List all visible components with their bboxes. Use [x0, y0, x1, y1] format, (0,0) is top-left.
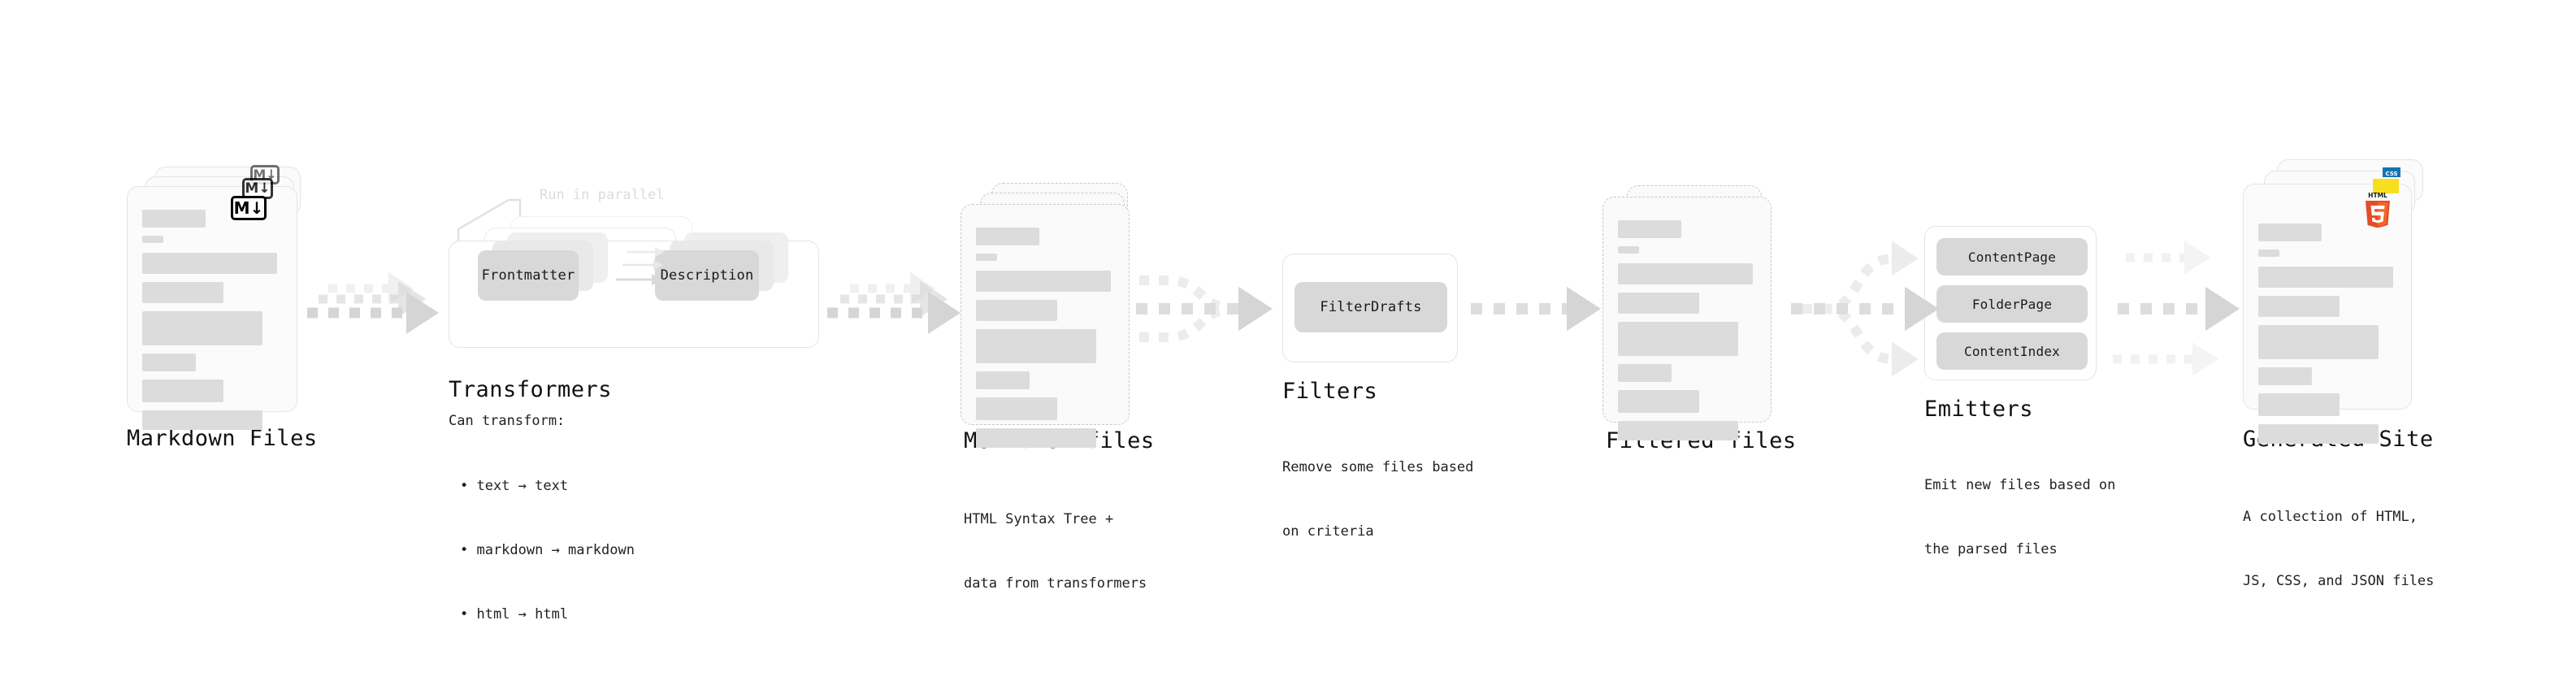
skeleton-bar — [1618, 220, 1681, 238]
chip-contentpage[interactable]: ContentPage — [1936, 238, 2088, 275]
css-badge-label: CSS — [2385, 171, 2398, 177]
emitters-box: ContentPage FolderPage ContentIndex — [1924, 226, 2097, 380]
chip-contentindex[interactable]: ContentIndex — [1936, 332, 2088, 370]
site-card-main — [2243, 184, 2412, 444]
skeleton-bar — [976, 329, 1096, 363]
subtitle-line: HTML Syntax Tree + — [964, 510, 1114, 527]
skeleton-bar — [2258, 267, 2393, 288]
markdown-card-main — [127, 186, 297, 430]
stage-generated-site: CSS HTML — [2243, 159, 2454, 444]
skeleton-bar — [976, 371, 1030, 389]
skeleton-bar — [2258, 325, 2379, 359]
connector-emitters-to-site — [2113, 241, 2240, 376]
skeleton-bar — [976, 228, 1039, 245]
skeleton-bar — [1618, 246, 1639, 254]
connector-transformers-to-modified — [827, 271, 961, 334]
filters-box: FilterDrafts — [1282, 254, 1458, 362]
skeleton-bar — [976, 428, 1096, 448]
transformers-bullets: • text → text • markdown → markdown • ht… — [460, 432, 635, 668]
md-badge-arrow: ↓ — [258, 180, 271, 197]
skeleton-bar — [142, 253, 277, 274]
skeleton-bar — [1618, 421, 1738, 440]
connector-filters-to-filtered — [1471, 286, 1601, 332]
skeleton-bar — [1618, 390, 1699, 413]
connector-filtered-to-emitters — [1791, 241, 1939, 377]
skeleton-bar — [2258, 367, 2312, 385]
skeleton-bar — [142, 210, 206, 228]
skeleton-bar — [1618, 293, 1699, 314]
skeleton-bar — [1618, 263, 1753, 284]
label-run-in-parallel: Run in parallel — [540, 187, 665, 203]
bullet-text-to-text: • text → text — [460, 477, 569, 494]
caption-markdown-files: Markdown Files — [127, 426, 318, 451]
skeleton-bar — [142, 410, 262, 430]
skeleton-bar — [976, 300, 1057, 321]
skeleton-bar — [2258, 223, 2322, 241]
modified-files-subtitle: HTML Syntax Tree + data from transformer… — [964, 466, 1147, 637]
md-badge-letter: M — [233, 198, 250, 218]
chip-frontmatter[interactable]: Frontmatter — [478, 250, 579, 301]
subtitle-line: Remove some files based — [1282, 458, 1474, 475]
skeleton-bar — [976, 254, 997, 261]
html5-icon: HTML — [2366, 192, 2390, 228]
modified-card-main — [961, 204, 1130, 448]
filters-subtitle: Remove some files based on criteria — [1282, 414, 1473, 585]
caption-emitters: Emitters — [1924, 397, 2034, 422]
svg-text:HTML: HTML — [2368, 192, 2387, 199]
markdown-badge-icon: M↓ — [231, 196, 267, 220]
stage-modified-files — [961, 183, 1164, 448]
subtitle-line: on criteria — [1282, 523, 1374, 540]
transformers-subtitle: Can transform: — [449, 413, 566, 429]
js-badge — [2373, 179, 2399, 193]
chip-folderpage[interactable]: FolderPage — [1936, 285, 2088, 323]
bullet-markdown-to-markdown: • markdown → markdown — [460, 541, 635, 558]
skeleton-bar — [2258, 296, 2340, 317]
skeleton-bar — [1618, 364, 1672, 382]
bullet-html-to-html: • html → html — [460, 605, 569, 622]
skeleton-bar — [142, 236, 163, 243]
emitters-subtitle: Emit new files based on the parsed files — [1924, 432, 2115, 603]
chip-filterdrafts[interactable]: FilterDrafts — [1295, 282, 1447, 332]
subtitle-line: data from transformers — [964, 575, 1147, 592]
md-badge-letter: M — [245, 180, 259, 197]
skeleton-bar — [2258, 249, 2279, 257]
css-badge: CSS — [2383, 167, 2400, 177]
generated-site-subtitle: A collection of HTML, JS, CSS, and JSON … — [2243, 463, 2434, 635]
skeleton-bar — [142, 311, 262, 345]
skeleton-bar — [1618, 322, 1738, 356]
chip-description[interactable]: Description — [655, 250, 759, 301]
markdown-badge-back-1: M↓ — [242, 178, 273, 199]
skeleton-bar — [2258, 424, 2379, 444]
skeleton-bar — [2258, 393, 2340, 416]
skeleton-bar — [142, 282, 223, 303]
stage-filtered-files — [1602, 185, 1806, 440]
skeleton-bar — [142, 380, 223, 402]
filtered-card-main — [1602, 197, 1772, 440]
subtitle-line: the parsed files — [1924, 540, 2058, 557]
skeleton-bar — [142, 354, 196, 371]
subtitle-line: Emit new files based on — [1924, 476, 2116, 493]
md-badge-arrow: ↓ — [249, 198, 264, 218]
caption-transformers: Transformers — [449, 377, 613, 402]
md-badge-arrow: ↓ — [266, 167, 277, 182]
subtitle-line: A collection of HTML, — [2243, 508, 2418, 525]
transformer-inner-arrows — [616, 247, 665, 285]
run-in-parallel-bracket — [457, 198, 522, 252]
skeleton-bar — [976, 271, 1111, 292]
skeleton-bar — [976, 397, 1057, 420]
md-badge-letter: M — [253, 167, 267, 182]
stage-markdown-files: M↓ M↓ M↓ — [127, 165, 330, 431]
caption-filters: Filters — [1282, 379, 1378, 404]
subtitle-line: JS, CSS, and JSON files — [2243, 572, 2435, 589]
